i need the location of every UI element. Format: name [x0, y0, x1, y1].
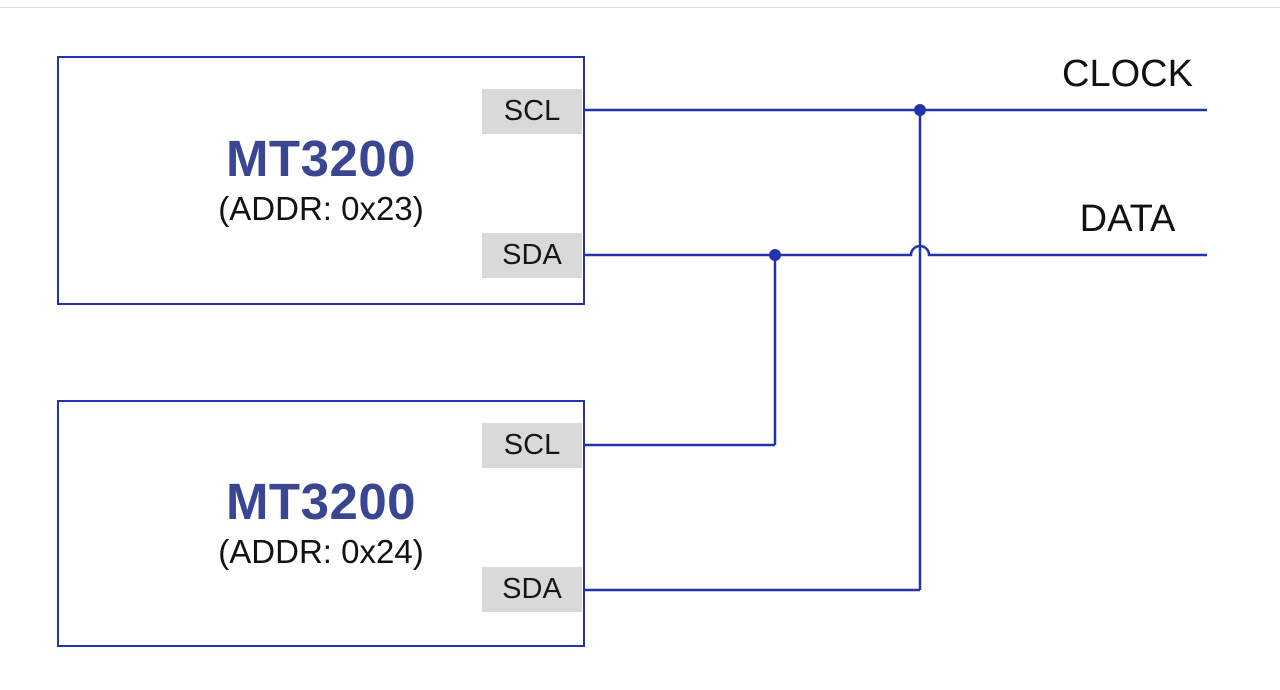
data-junction-dot [769, 249, 781, 261]
data-bus-label: DATA [1079, 198, 1176, 240]
data-bus-wire [585, 244, 1207, 257]
device-name: MT3200 [225, 130, 417, 188]
device-box-mt3200-0x23: MT3200 (ADDR: 0x23) SCL SDA [57, 56, 585, 305]
pin-label-sda: SDA [482, 233, 582, 278]
pin-label-scl: SCL [482, 89, 582, 134]
clock-bus-label: CLOCK [1062, 53, 1193, 95]
device-box-mt3200-0x24: MT3200 (ADDR: 0x24) SCL SDA [57, 400, 585, 647]
top-divider-line [0, 7, 1280, 8]
device-address: (ADDR: 0x23) [218, 190, 424, 228]
clock-junction-dot [914, 104, 926, 116]
pin-label-scl: SCL [482, 423, 582, 468]
pin-label-sda: SDA [482, 567, 582, 612]
device-address: (ADDR: 0x24) [218, 533, 424, 571]
device-name: MT3200 [225, 473, 417, 531]
